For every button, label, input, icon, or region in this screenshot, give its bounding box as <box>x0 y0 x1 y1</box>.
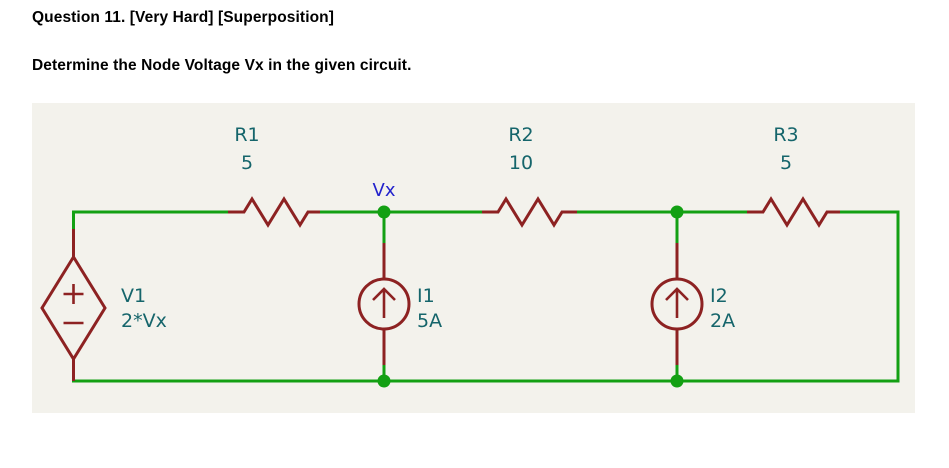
junction-dot-node2 <box>670 205 684 219</box>
question-title: Question 11. [Very Hard] [Superposition] <box>32 9 334 26</box>
resistor-r2-value: 10 <box>509 152 533 174</box>
resistor-r2-symbol <box>482 196 577 228</box>
source-i2-name: I2 <box>710 285 728 307</box>
source-v1-value: 2*Vx <box>121 310 167 332</box>
source-v1-diamond <box>40 254 107 362</box>
circuit-diagram-panel: R1 5 R2 10 R3 5 V1 2*Vx I1 <box>32 103 915 413</box>
node-label-vx: Vx <box>373 180 396 201</box>
circuit-schematic: R1 5 R2 10 R3 5 V1 2*Vx I1 <box>40 124 900 388</box>
junction-dot-vx <box>377 205 391 219</box>
resistor-r3-symbol <box>747 196 840 228</box>
resistor-r2-name: R2 <box>508 124 533 146</box>
resistor-r3-value: 5 <box>780 152 792 174</box>
source-i2-value: 2A <box>710 310 735 332</box>
junction-dot-ground-i2 <box>670 374 684 388</box>
source-i1-arrow-icon <box>372 287 396 318</box>
source-v1-plus-icon <box>63 284 84 304</box>
resistor-r1-symbol <box>228 196 320 228</box>
wire-right-side <box>838 210 900 383</box>
junction-dot-ground-i1 <box>377 374 391 388</box>
resistor-r1-value: 5 <box>241 152 253 174</box>
source-i2-arrow-icon <box>665 287 689 318</box>
resistor-r3-name: R3 <box>773 124 798 146</box>
source-i1-value: 5A <box>417 310 442 332</box>
resistor-r1-name: R1 <box>234 124 259 146</box>
source-v1-name: V1 <box>121 285 146 307</box>
question-prompt: Determine the Node Voltage Vx in the giv… <box>32 57 412 74</box>
source-i1-name: I1 <box>417 285 435 307</box>
